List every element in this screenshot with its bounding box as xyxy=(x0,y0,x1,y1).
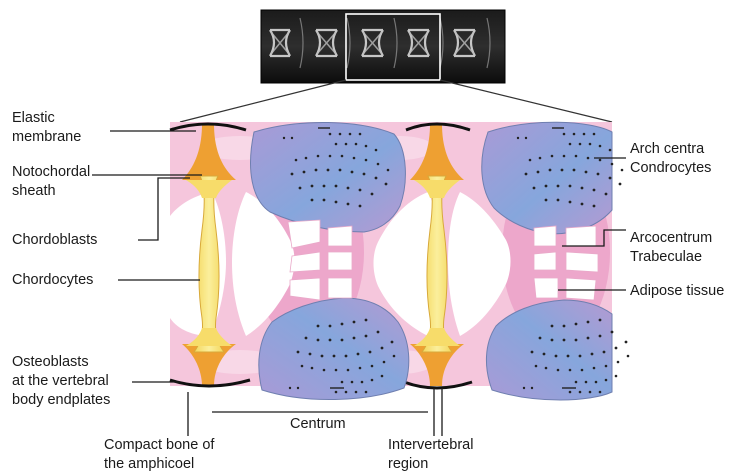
label-notochordal-sheath: Notochordal sheath xyxy=(12,164,94,199)
label-arcocentrum: Arcocentrum Trabeculae xyxy=(630,230,716,265)
label-chordocytes: Chordocytes xyxy=(12,272,93,288)
vertebrae-section xyxy=(170,122,629,400)
zoom-lines xyxy=(180,80,612,122)
micrograph-inset xyxy=(261,10,505,83)
label-elastic-membrane: Elastic membrane xyxy=(12,110,81,145)
label-intervertebral-region: Intervertebral region xyxy=(388,437,477,472)
label-adipose-tissue: Adipose tissue xyxy=(630,283,724,299)
label-compact-bone: Compact bone of the amphicoel xyxy=(104,437,218,472)
label-chordoblasts: Chordoblasts xyxy=(12,232,97,248)
label-osteoblasts: Osteoblasts at the vertebral body endpla… xyxy=(12,354,113,408)
label-arch-centra: Arch centra Condrocytes xyxy=(630,141,711,176)
label-centrum: Centrum xyxy=(290,416,346,432)
